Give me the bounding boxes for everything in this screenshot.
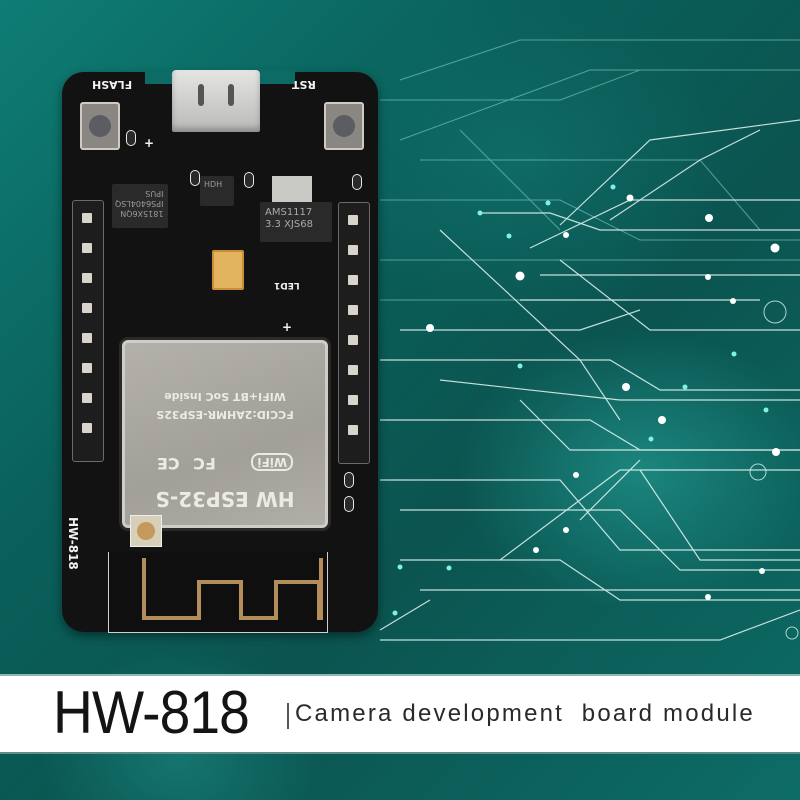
module-model: HW ESP32-S: [155, 487, 295, 511]
module-fccid: FCCID:2AHMR-ESP32S: [156, 408, 294, 421]
hw-818-board: FLASH RST HW-818 LED1 + + 1815X6QN IPS64…: [62, 70, 378, 632]
smd-resistor: [244, 172, 254, 188]
led-label: LED1: [274, 280, 300, 290]
ufl-antenna-connector: [130, 515, 162, 547]
usb-serial-chip: HDH: [200, 176, 234, 206]
product-title: HW-818: [53, 679, 250, 746]
module-soc-text: WIFI+BT SoC Inside: [164, 390, 286, 403]
regulator-tab: [272, 176, 312, 202]
voltage-regulator: AMS1117 3.3 XJS68: [260, 202, 332, 242]
left-pin-header: [72, 200, 104, 462]
title-divider: [287, 703, 289, 729]
micro-usb-port: [172, 70, 260, 132]
led-indicator: [126, 130, 136, 146]
psram-chip: 1815X6QN IPS6404LSQ IPUS: [112, 184, 168, 228]
smd-resistor: [344, 472, 354, 488]
smd-resistor: [344, 496, 354, 512]
esp32-s-module: HW ESP32-S WiFi FC CE FCCID:2AHMR-ESP32S…: [122, 340, 328, 528]
module-logos: WiFi FC CE: [125, 453, 325, 473]
plus-mark: +: [282, 320, 293, 334]
product-subtitle: Camera development board module: [295, 700, 755, 727]
plus-mark: +: [144, 136, 155, 150]
title-banner: HW-818 Camera development board module: [0, 674, 800, 754]
smd-resistor: [352, 174, 362, 190]
wifi-logo-icon: WiFi: [251, 453, 294, 471]
rst-button[interactable]: [324, 102, 364, 150]
flash-button[interactable]: [80, 102, 120, 150]
smd-resistor: [190, 170, 200, 186]
flash-label: FLASH: [92, 78, 133, 91]
fcc-logo-icon: FC: [193, 454, 216, 473]
ce-logo-icon: CE: [156, 454, 180, 473]
tantalum-capacitor: [212, 250, 244, 290]
right-pin-header: [338, 202, 370, 464]
rst-label: RST: [292, 78, 316, 91]
antenna-trace-icon: [142, 558, 323, 620]
pcb-antenna: [108, 552, 328, 633]
model-silkscreen: HW-818: [66, 517, 80, 570]
